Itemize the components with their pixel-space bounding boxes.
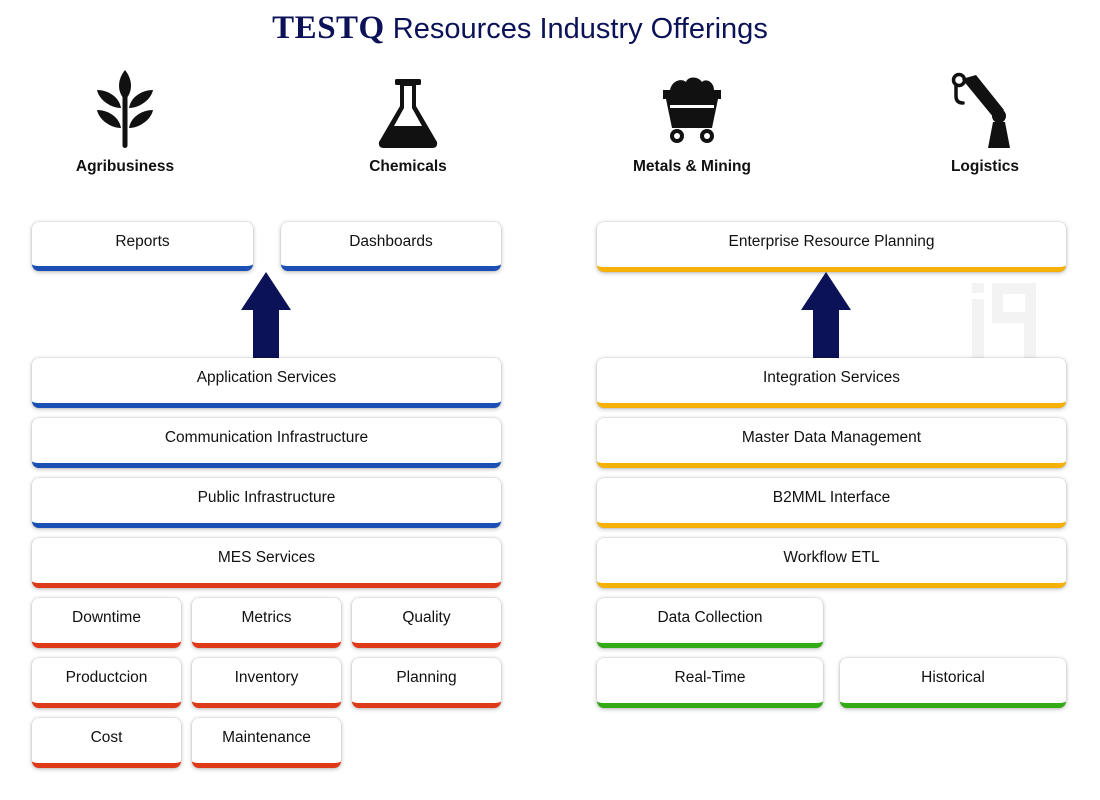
- workflow-etl-box: Workflow ETL: [597, 538, 1066, 588]
- cost-box: Cost: [32, 718, 181, 768]
- industry-agribusiness: Agribusiness: [35, 70, 215, 176]
- industry-label: Logistics: [950, 158, 1020, 175]
- up-arrow-icon: [801, 272, 851, 358]
- dashboards-box: Dashboards: [281, 222, 501, 271]
- box-label: Communication Infrastructure: [164, 429, 369, 446]
- b2mml-interface-box: B2MML Interface: [597, 478, 1066, 528]
- box-label: Integration Services: [763, 369, 900, 386]
- inventory-box: Inventory: [192, 658, 341, 708]
- box-label: Maintenance: [222, 729, 311, 746]
- box-label: Quality: [402, 609, 451, 626]
- historical-box: Historical: [840, 658, 1066, 708]
- industry-label: Metals & Mining: [633, 158, 751, 175]
- box-label: Metrics: [241, 609, 292, 626]
- up-arrow-icon: [241, 272, 291, 358]
- box-label: Public Infrastructure: [197, 489, 336, 506]
- data-collection-box: Data Collection: [597, 598, 823, 648]
- quality-box: Quality: [352, 598, 501, 648]
- box-label: MES Services: [217, 549, 316, 566]
- robotic-arm-icon: [951, 72, 1010, 148]
- box-label: Downtime: [72, 609, 141, 626]
- reports-box: Reports: [32, 222, 253, 271]
- box-label: Inventory: [234, 669, 299, 686]
- planning-box: Planning: [352, 658, 501, 708]
- box-label: Reports: [115, 232, 170, 250]
- integration-services-box: Integration Services: [597, 358, 1066, 408]
- master-data-management-box: Master Data Management: [597, 418, 1066, 468]
- box-label: Enterprise Resource Planning: [728, 233, 935, 250]
- brand-name: TESTQ: [272, 10, 385, 46]
- industry-label: Agribusiness: [75, 158, 175, 175]
- box-label: Workflow ETL: [783, 549, 880, 566]
- box-label: Data Collection: [657, 609, 763, 626]
- production-box: Productcion: [32, 658, 181, 708]
- downtime-box: Downtime: [32, 598, 181, 648]
- flask-icon: [378, 79, 438, 148]
- industry-chemicals: Chemicals: [318, 70, 498, 176]
- communication-infrastructure-box: Communication Infrastructure: [32, 418, 501, 468]
- industry-label: Chemicals: [369, 158, 447, 175]
- box-label: Master Data Management: [741, 429, 922, 446]
- industry-metals-mining: Metals & Mining: [602, 70, 782, 176]
- box-label: Planning: [396, 669, 457, 686]
- page-title: TESTQ Resources Industry Offerings: [0, 10, 1040, 47]
- erp-box: Enterprise Resource Planning: [597, 222, 1066, 272]
- box-label: Real-Time: [674, 669, 746, 686]
- box-label: Application Services: [196, 369, 337, 386]
- box-label: Cost: [90, 729, 123, 746]
- title-text: Resources Industry Offerings: [392, 13, 768, 45]
- mine-cart-icon: [663, 77, 721, 143]
- maintenance-box: Maintenance: [192, 718, 341, 768]
- watermark-logo: [972, 283, 1036, 359]
- box-label: B2MML Interface: [772, 489, 891, 506]
- application-services-box: Application Services: [32, 358, 501, 408]
- metrics-box: Metrics: [192, 598, 341, 648]
- box-label: Historical: [921, 669, 985, 686]
- box-label: Dashboards: [349, 232, 433, 250]
- box-label: Productcion: [65, 669, 148, 686]
- public-infrastructure-box: Public Infrastructure: [32, 478, 501, 528]
- industry-logistics: Logistics: [895, 70, 1075, 176]
- mes-services-box: MES Services: [32, 538, 501, 588]
- real-time-box: Real-Time: [597, 658, 823, 708]
- wheat-icon: [97, 70, 153, 148]
